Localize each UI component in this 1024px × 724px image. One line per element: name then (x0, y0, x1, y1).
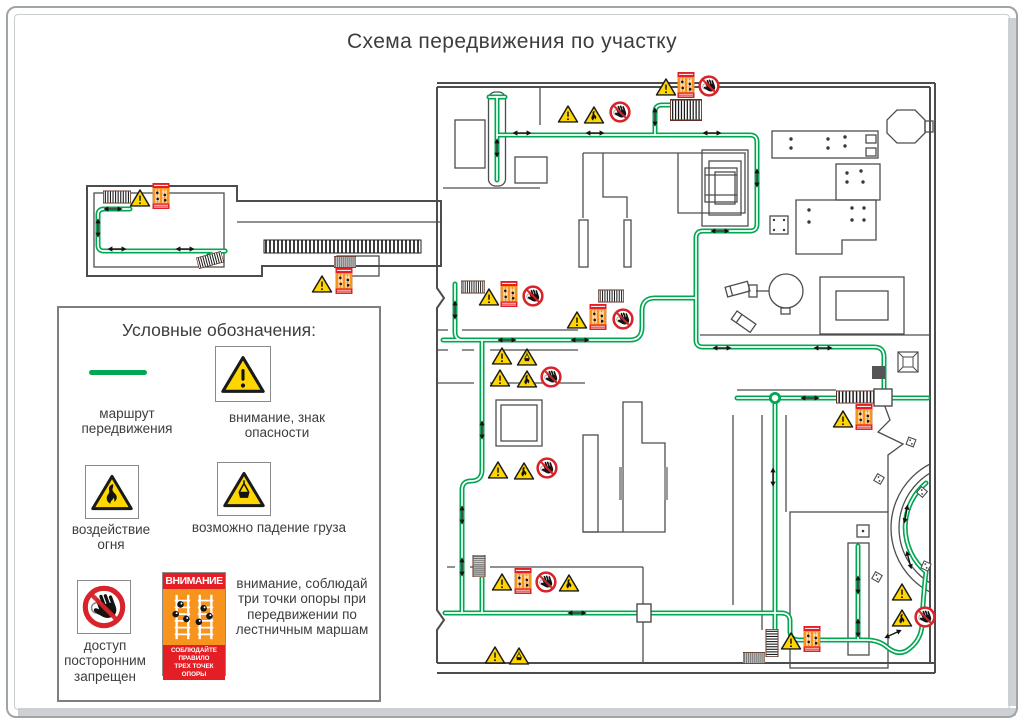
page-shadow-right (1008, 18, 1016, 706)
legend-item-load: возможно падение груза (191, 520, 347, 535)
column-marker (905, 436, 917, 448)
noentry-marker (522, 285, 544, 307)
conveyor-band (263, 239, 422, 254)
door-gate (873, 388, 893, 407)
round-tank-large (890, 463, 930, 593)
legend-item-warning: внимание, знак опасности (228, 410, 326, 441)
warning-marker (557, 105, 579, 123)
load-marker (516, 348, 538, 366)
poster-marker (677, 72, 695, 98)
route-line-icon (89, 370, 147, 375)
wall-break-zigzag (876, 403, 905, 512)
three-points-poster-icon: ВНИМАНИЕ (162, 572, 226, 681)
warning-marker (832, 410, 854, 428)
fire-sign-icon (85, 465, 139, 519)
column-marker (873, 473, 885, 485)
movement-routes (95, 94, 931, 655)
warning-sign-icon (215, 346, 271, 402)
corridor-walls (86, 185, 442, 277)
junction-marker (768, 391, 782, 405)
falling-load-sign-icon (217, 462, 271, 516)
warning-marker (891, 583, 913, 601)
noentry-marker (609, 101, 631, 123)
gates-valves (636, 351, 919, 623)
stairs-marker (103, 190, 131, 204)
stairs-marker (195, 250, 225, 270)
fire-marker (558, 574, 580, 592)
fire-marker (516, 370, 538, 388)
warning-marker (484, 646, 506, 664)
load-marker (508, 647, 530, 665)
warning-marker (311, 275, 333, 293)
stairs-marker (836, 390, 874, 404)
poster-ladder-graphic (163, 589, 225, 645)
door-gate (636, 603, 652, 623)
tank-and-piping (724, 273, 804, 334)
legend-item-no-entry: доступ посторонним запрещен (64, 638, 146, 684)
warning-marker (491, 573, 513, 591)
stairs-marker (765, 629, 779, 657)
no-entry-sign-icon (77, 580, 131, 634)
stairs-marker (461, 280, 485, 294)
noentry-marker (698, 75, 720, 97)
page-shadow-bottom (18, 708, 1016, 716)
noentry-marker (914, 606, 936, 628)
poster-marker (589, 304, 607, 330)
arrowh-marker (882, 626, 904, 642)
fire-marker (891, 609, 913, 627)
legend-panel: Условные обозначения: маршрут передвижен… (57, 306, 381, 702)
noentry-marker (612, 308, 634, 330)
legend-title: Условные обозначения: (122, 320, 316, 340)
valve-unit (897, 351, 919, 373)
noentry-marker (540, 366, 562, 388)
poster-marker (152, 183, 170, 209)
legend-item-route: маршрут передвижения (81, 406, 173, 437)
stairs-marker (472, 555, 486, 577)
noentry-marker (535, 571, 557, 593)
page-title: Схема передвижения по участку (346, 30, 678, 53)
fire-marker (583, 106, 605, 124)
stairs-marker (598, 289, 624, 303)
stairs-marker (334, 256, 356, 268)
stairs-marker (670, 99, 702, 121)
dark-equipment-block (872, 366, 885, 379)
stairs-marker (743, 652, 765, 664)
column-marker (871, 571, 883, 583)
poster-marker (803, 626, 821, 652)
poster-footer: СОБЛЮДАЙТЕ ПРАВИЛО ТРЕХ ТОЧЕК ОПОРЫ (163, 645, 225, 681)
poster-marker (514, 568, 532, 594)
octagon-equipment (886, 109, 926, 144)
bolt-dots (772, 135, 866, 533)
legend-item-fire: воздействие огня (71, 522, 151, 553)
poster-marker (855, 404, 873, 430)
fire-marker (513, 462, 535, 480)
warning-marker (566, 311, 588, 329)
poster-header: ВНИМАНИЕ (163, 573, 225, 589)
legend-item-three-points: внимание, соблюдай три точки опоры при п… (235, 576, 369, 637)
poster-marker (335, 268, 353, 294)
noentry-marker (536, 457, 558, 479)
warning-marker (487, 461, 509, 479)
poster-marker (500, 281, 518, 307)
warning-marker (489, 369, 511, 387)
